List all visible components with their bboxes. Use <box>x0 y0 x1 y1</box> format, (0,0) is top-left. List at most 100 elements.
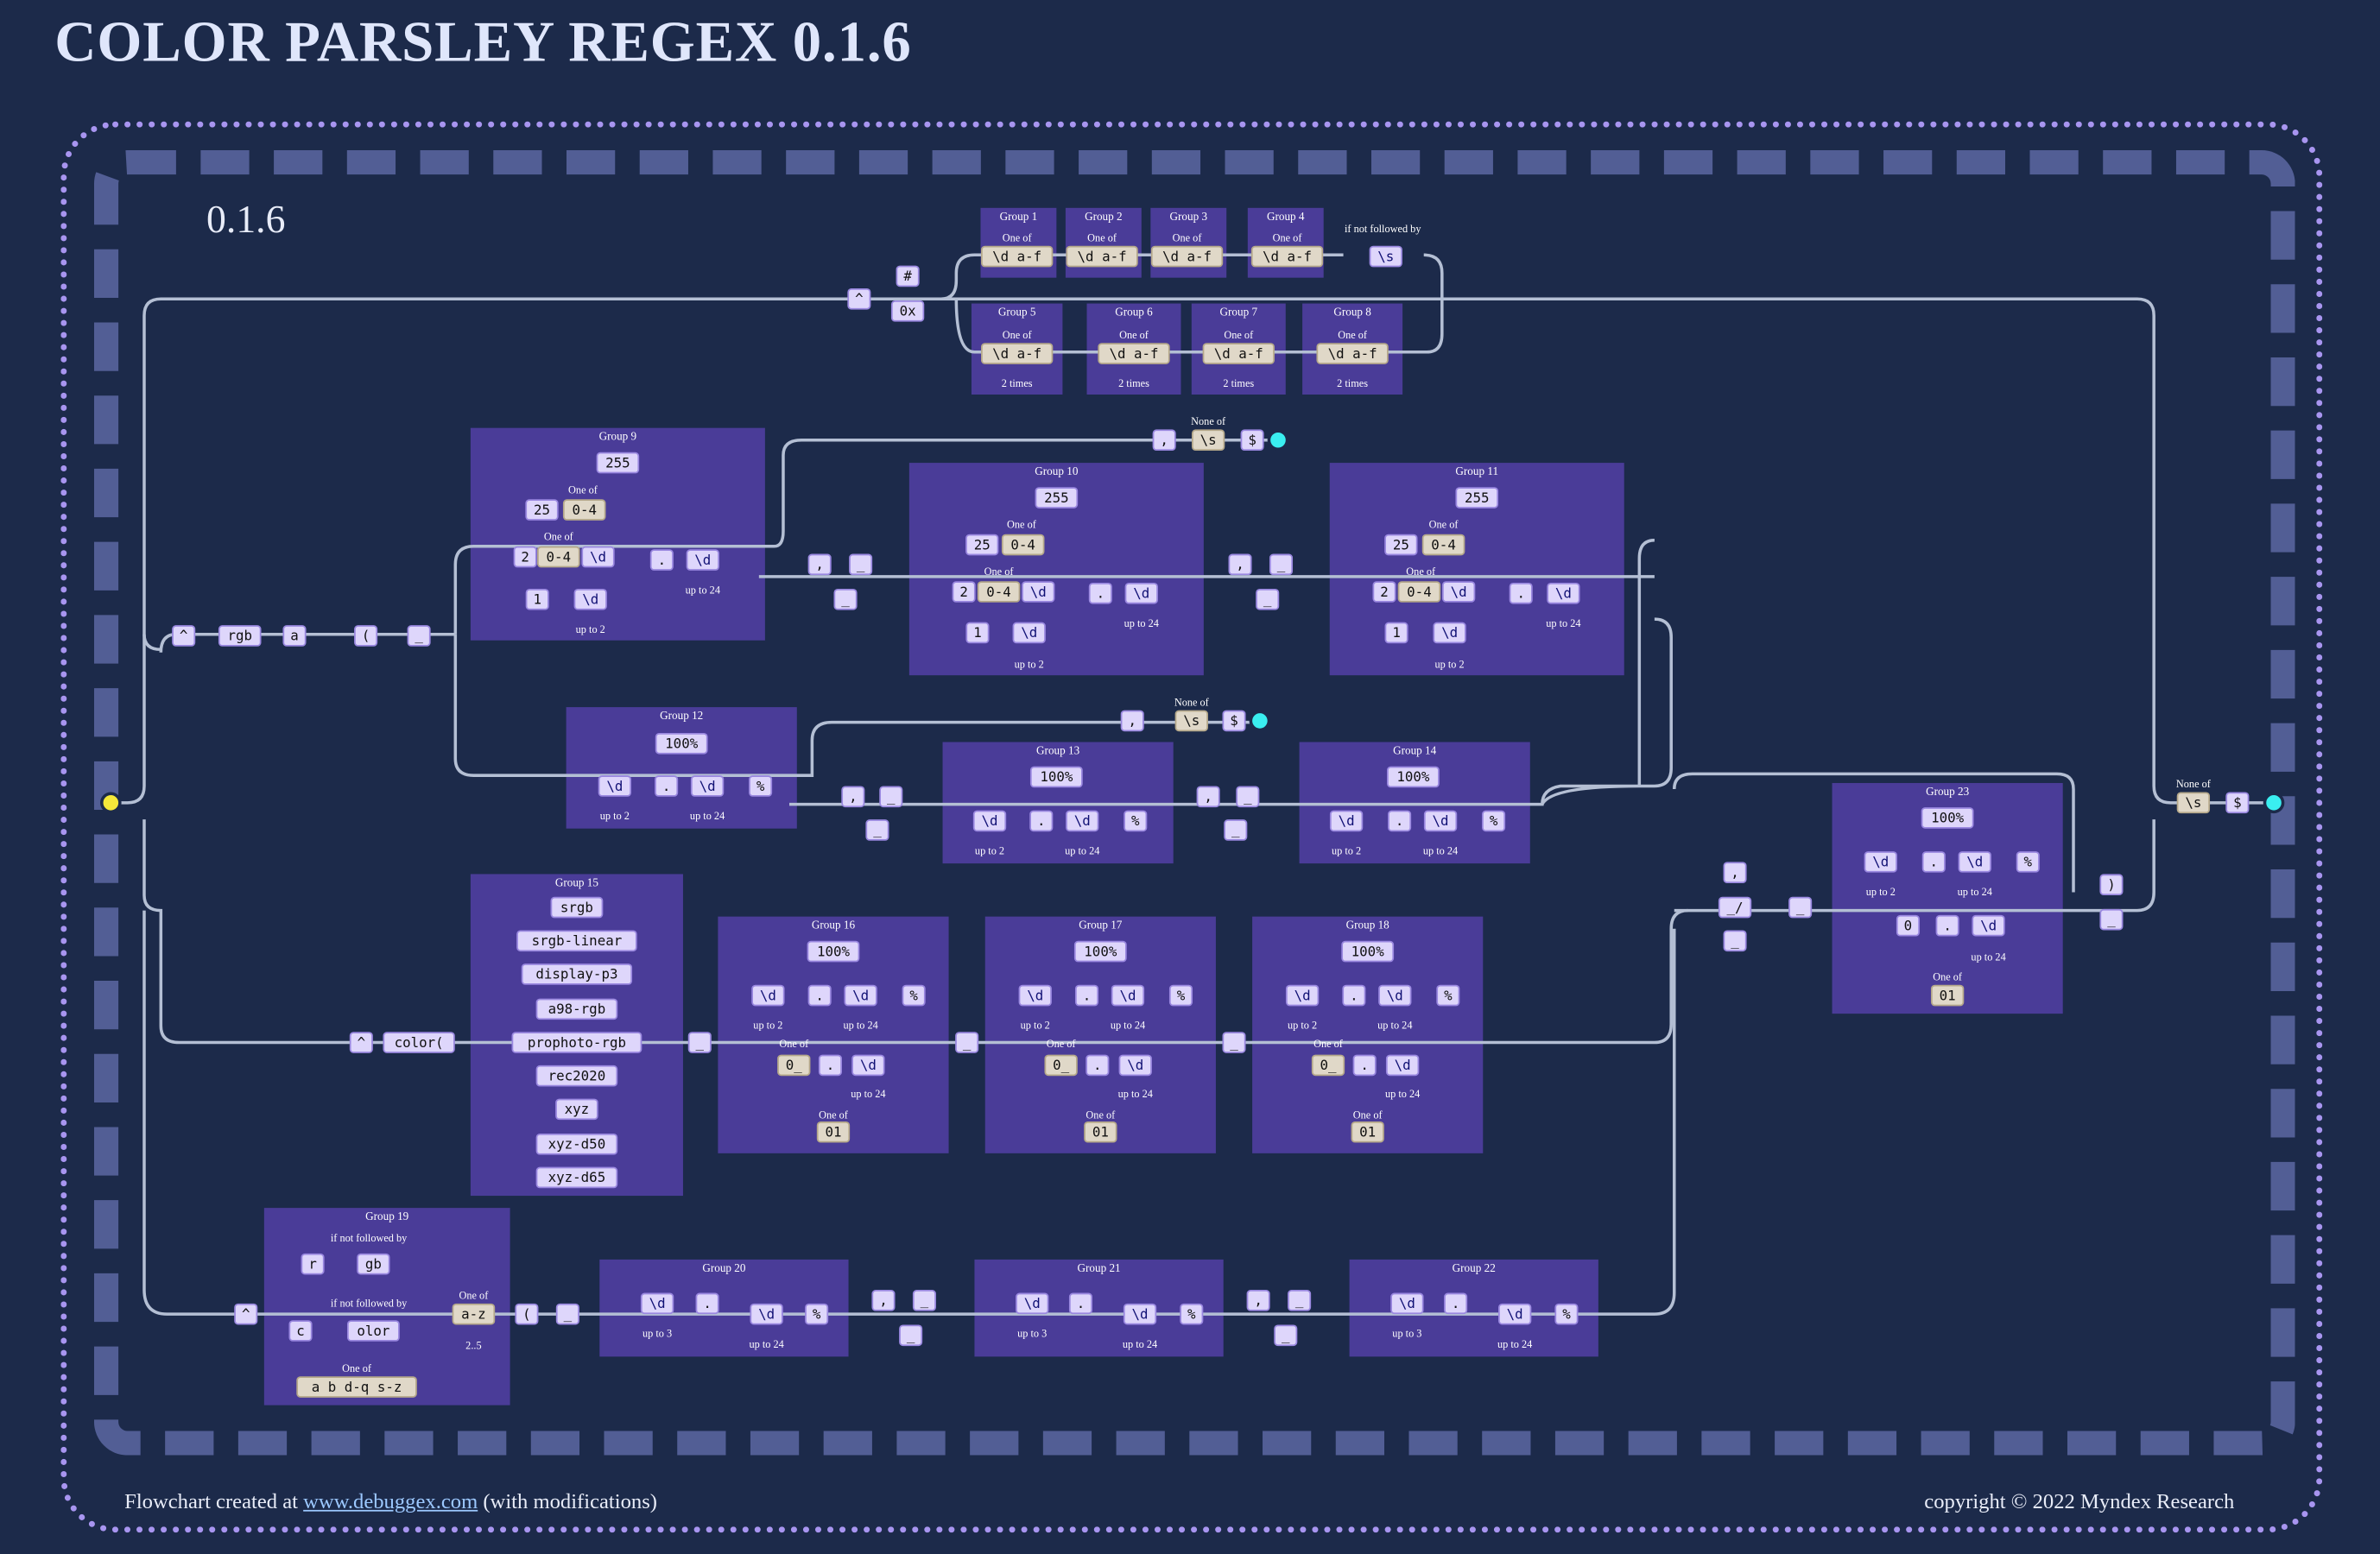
token-box-lab_paren <box>515 1303 539 1325</box>
end-marker-rgb-short <box>1267 429 1289 452</box>
token-g20_d1: \d <box>649 1295 666 1311</box>
token-g10_04a: 0-4 <box>1010 536 1035 553</box>
token-g10_d3: \d <box>1133 585 1149 602</box>
annotation-l_oneof2: One of <box>1087 231 1117 243</box>
token-g18_dot2: . <box>1360 1057 1369 1073</box>
token-box-col_sp2 <box>955 1032 979 1053</box>
token-col_sp2: _ <box>963 1034 972 1051</box>
token-s12_sp2: _ <box>873 822 882 838</box>
token-box-g17_dot2 <box>1086 1054 1110 1077</box>
token-g9_d2: \d <box>582 591 598 608</box>
token-box-g17_d2 <box>1111 984 1145 1007</box>
token-g17_100: 100% <box>1084 943 1117 959</box>
annotation-l_g17_one2: One of <box>1086 1109 1116 1121</box>
token-g9_d1: \d <box>590 548 606 565</box>
token-s10_sp1: _ <box>1277 556 1286 572</box>
group-label-g5: Group 5 <box>998 306 1036 319</box>
token-box-t12_end <box>1222 710 1246 732</box>
token-g11_25: 25 <box>1393 536 1409 553</box>
annotation-l_2t8: 2 times <box>1337 377 1368 389</box>
token-g13_d2: \d <box>1074 812 1091 829</box>
token-box-g3_c <box>1150 245 1224 268</box>
token-box-g9_d3 <box>686 549 719 571</box>
token-box-s21_sp1 <box>1288 1290 1312 1311</box>
annotation-l_g14_up2: up to 2 <box>1332 845 1361 857</box>
token-box-g16_dot2 <box>818 1054 842 1077</box>
token-box-t12_comma <box>1120 710 1144 732</box>
token-lab_sp: _ <box>564 1305 573 1322</box>
token-g19_az: a-z <box>461 1305 486 1322</box>
token-box-g16_pct <box>902 984 926 1007</box>
token-box-g22_d1 <box>1390 1292 1424 1315</box>
token-g9_04a: 0-4 <box>572 502 597 518</box>
token-g16_d2: \d <box>852 987 869 1003</box>
token-box-g20_pct <box>805 1303 829 1325</box>
token-g20_pct: % <box>813 1305 821 1322</box>
group-label-g16: Group 16 <box>812 919 856 932</box>
annotation-l_g18_up2: up to 2 <box>1288 1020 1317 1032</box>
annotation-l_2t5: 2 times <box>1002 377 1033 389</box>
token-box-cs8 <box>535 1134 618 1155</box>
group-label-g15: Group 15 <box>555 875 599 888</box>
token-g11_255: 255 <box>1465 490 1490 506</box>
token-g3_c: \d a-f <box>1162 248 1212 264</box>
token-box-g6_c <box>1098 343 1170 364</box>
token-caret_hex: ^ <box>855 291 864 307</box>
debuggex-link[interactable]: www.debuggex.com <box>303 1491 478 1515</box>
token-box-col_sp3 <box>1222 1032 1246 1053</box>
token-g23_d3: \d <box>1980 917 1997 933</box>
token-box-s10_comma <box>1228 553 1252 576</box>
token-box-g9_d2 <box>573 588 607 610</box>
token-cs9: xyz-d65 <box>548 1169 606 1185</box>
token-box-g10_04b <box>977 581 1021 603</box>
token-g9_04b: 0-4 <box>547 548 572 565</box>
annotation-l_g13_up2: up to 2 <box>975 845 1004 857</box>
token-box-g12_pct <box>749 775 773 797</box>
token-g7_c: \d a-f <box>1214 345 1263 362</box>
token-box-al_slash <box>1718 896 1752 919</box>
token-box-g9_255 <box>596 452 640 474</box>
token-box-g9_2 <box>513 546 537 568</box>
token-box-g23_dot <box>1921 851 1946 873</box>
token-box-cs9 <box>535 1166 618 1189</box>
token-box-g19_c <box>288 1320 313 1342</box>
group-label-g2: Group 2 <box>1085 210 1123 223</box>
token-box-g11_d2 <box>1433 622 1466 644</box>
token-box-g17_dot <box>1074 984 1099 1007</box>
token-box-s13_sp1 <box>1236 786 1260 808</box>
token-box-g17_01 <box>1084 1121 1117 1143</box>
token-box-s21_comma <box>1246 1290 1270 1311</box>
token-g22_dot: . <box>1452 1295 1460 1311</box>
group-label-g8: Group 8 <box>1333 306 1371 319</box>
annotation-l_g11_up2: up to 2 <box>1435 658 1465 670</box>
token-box-g13_dot <box>1029 810 1054 832</box>
footer-suffix: (with modifications) <box>478 1491 657 1515</box>
token-s20_sp2: _ <box>907 1327 915 1343</box>
token-g14_dot: . <box>1396 812 1404 829</box>
token-g20_d2: \d <box>758 1305 775 1322</box>
token-g16_dot: . <box>815 987 824 1003</box>
token-g17_0: 0_ <box>1053 1057 1070 1073</box>
token-s13_sp2: _ <box>1231 822 1240 838</box>
token-box-g9_d1 <box>581 546 615 568</box>
token-g9_2: 2 <box>521 548 529 565</box>
token-g12_d1: \d <box>606 778 623 794</box>
token-box-g17_0 <box>1044 1054 1078 1077</box>
token-rgb_a: a <box>290 628 299 644</box>
token-box-g16_dot <box>807 984 832 1007</box>
token-box-g13_d2 <box>1066 810 1099 832</box>
token-box-cs7 <box>555 1098 598 1121</box>
token-box-s21_sp2 <box>1274 1324 1298 1347</box>
token-g22_pct: % <box>1562 1305 1571 1322</box>
token-box-s20_sp1 <box>912 1290 936 1311</box>
token-g11_2: 2 <box>1380 584 1389 600</box>
token-box-g4_c <box>1250 245 1324 268</box>
token-s21_comma: , <box>1254 1292 1263 1309</box>
token-box-hash <box>896 265 920 287</box>
main-wire-alpha-row <box>1674 819 2155 913</box>
token-box-s12_comma <box>841 786 865 808</box>
footer-credit: Flowchart created at www.debuggex.com (w… <box>124 1492 657 1516</box>
token-box-g19_gb <box>357 1253 390 1275</box>
annotation-l_g11_one2: One of <box>1406 565 1436 578</box>
